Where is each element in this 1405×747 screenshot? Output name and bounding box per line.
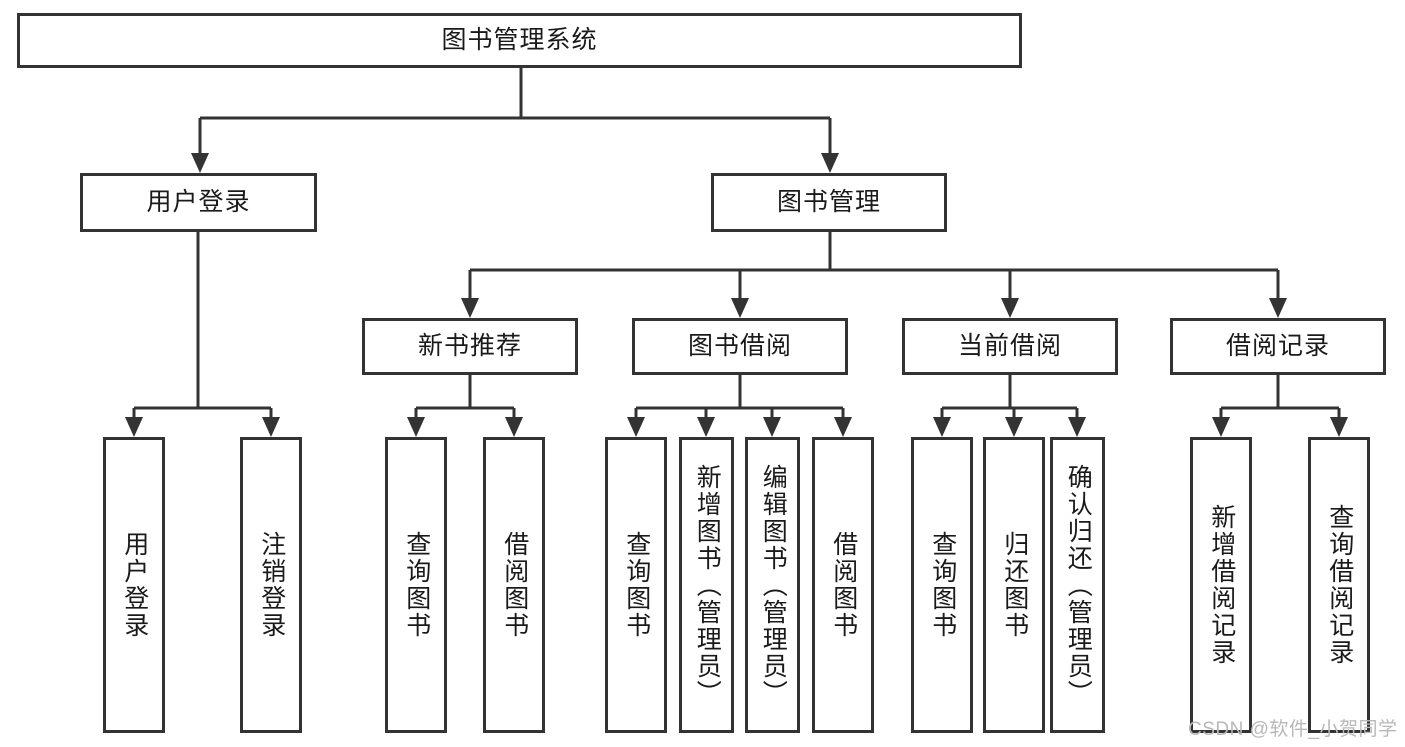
node-label: 查询图书 xyxy=(402,531,431,639)
node-label: 查询图书 xyxy=(928,531,957,639)
node-leaf-3[interactable]: 借阅图书 xyxy=(483,437,545,733)
node-leaf-9[interactable]: 归还图书 xyxy=(983,437,1045,733)
node-level3-2[interactable]: 当前借阅 xyxy=(902,318,1118,375)
node-label: 借阅图书 xyxy=(829,531,858,639)
node-leaf-11[interactable]: 新增借阅记录 xyxy=(1190,437,1252,733)
node-leaf-12[interactable]: 查询借阅记录 xyxy=(1308,437,1370,733)
watermark-label: CSDN @软件_小贺同学 xyxy=(1188,719,1398,740)
node-label: 注销登录 xyxy=(257,531,286,639)
node-leaf-10[interactable]: 确认归还（管理员） xyxy=(1050,437,1105,733)
node-label: 新增借阅记录 xyxy=(1207,504,1236,666)
node-level3-1[interactable]: 图书借阅 xyxy=(632,318,848,375)
node-level3-0[interactable]: 新书推荐 xyxy=(362,318,578,375)
node-label: 借阅图书 xyxy=(500,531,529,639)
node-leaf-5[interactable]: 新增图书（管理员） xyxy=(679,437,734,733)
node-label: 图书管理系统 xyxy=(441,25,598,54)
node-leaf-0[interactable]: 用户登录 xyxy=(103,437,165,733)
node-label: 图书管理 xyxy=(776,187,881,216)
node-leaf-7[interactable]: 借阅图书 xyxy=(812,437,874,733)
node-label: 新增图书（管理员） xyxy=(693,463,722,707)
node-root[interactable]: 图书管理系统 xyxy=(17,13,1022,68)
node-label: 图书借阅 xyxy=(687,331,792,360)
node-label: 新书推荐 xyxy=(417,331,522,360)
node-label: 编辑图书（管理员） xyxy=(759,463,788,707)
node-level3-3[interactable]: 借阅记录 xyxy=(1170,318,1386,375)
node-label: 归还图书 xyxy=(1000,531,1029,639)
node-label: 查询借阅记录 xyxy=(1325,504,1354,666)
node-label: 用户登录 xyxy=(146,187,251,216)
node-leaf-2[interactable]: 查询图书 xyxy=(385,437,447,733)
node-leaf-4[interactable]: 查询图书 xyxy=(605,437,667,733)
node-label: 确认归还（管理员） xyxy=(1064,463,1093,707)
node-label: 借阅记录 xyxy=(1225,331,1330,360)
node-leaf-6[interactable]: 编辑图书（管理员） xyxy=(745,437,800,733)
node-leaf-1[interactable]: 注销登录 xyxy=(240,437,302,733)
node-leaf-8[interactable]: 查询图书 xyxy=(911,437,973,733)
node-level2-0[interactable]: 用户登录 xyxy=(80,173,317,232)
node-label: 当前借阅 xyxy=(957,331,1062,360)
node-label: 查询图书 xyxy=(622,531,651,639)
node-label: 用户登录 xyxy=(120,531,149,639)
node-level2-1[interactable]: 图书管理 xyxy=(711,173,947,232)
